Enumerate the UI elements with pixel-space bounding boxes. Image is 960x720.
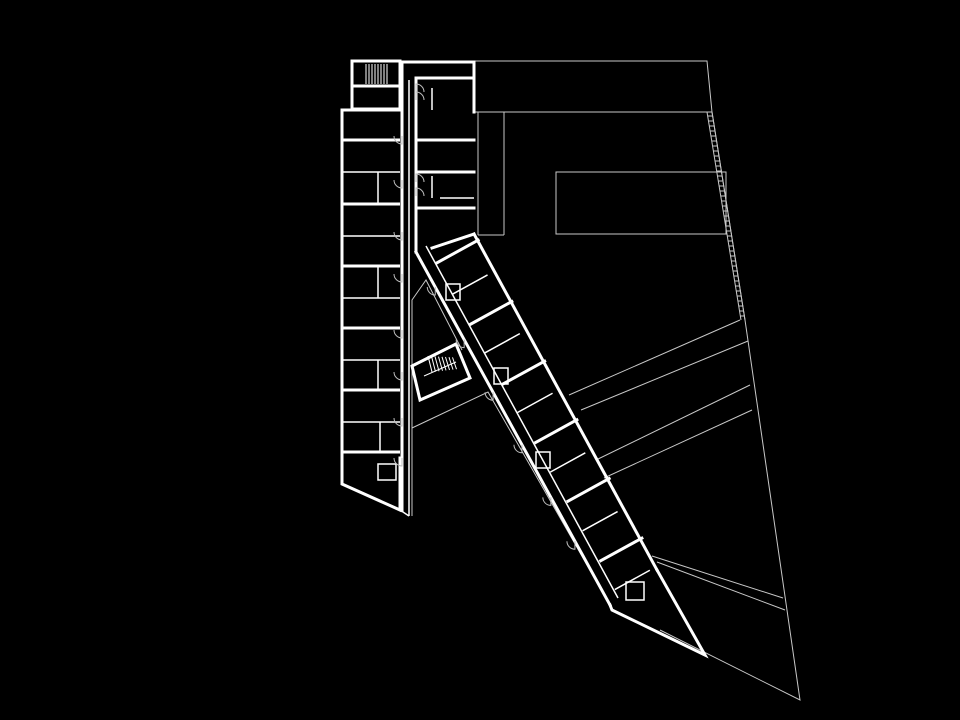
door-swing — [426, 287, 436, 296]
ramp-stairs-east — [706, 111, 746, 321]
room-partition — [582, 510, 618, 532]
utility-rooms — [377, 283, 645, 601]
door-swing — [513, 444, 523, 454]
door-swing — [415, 173, 425, 183]
door-swing — [455, 339, 465, 349]
stair-tread — [448, 357, 454, 370]
door-swing — [393, 273, 403, 283]
stair-tread — [427, 355, 433, 373]
central-stair-core — [410, 341, 472, 403]
door-swing — [393, 329, 403, 339]
door-swing — [393, 231, 403, 241]
stair-tread — [445, 356, 450, 371]
door-swing — [415, 187, 425, 197]
west-wing — [340, 60, 410, 517]
room-partition — [468, 299, 514, 327]
door-swing — [484, 392, 494, 401]
north-block — [400, 60, 476, 254]
terrace-zone — [555, 171, 727, 235]
diagonal-wing — [413, 231, 709, 659]
door-swing — [393, 135, 403, 145]
room-partition — [614, 569, 651, 591]
room-partition — [549, 452, 586, 473]
door-swing — [393, 179, 403, 189]
door-swing — [415, 83, 425, 93]
room-partition — [565, 476, 612, 504]
stair-tread — [431, 356, 436, 372]
room-partition — [484, 332, 521, 354]
door-swing — [566, 541, 576, 550]
door-swings — [393, 83, 576, 550]
room-partition — [452, 274, 488, 295]
door-swing — [415, 91, 425, 101]
north-stair-core — [350, 59, 402, 111]
door-swing — [393, 417, 403, 427]
room-partition — [598, 536, 644, 563]
room-partition — [434, 238, 481, 265]
stair-landing — [423, 361, 457, 377]
site-boundary — [474, 60, 801, 701]
stair-tread — [452, 357, 457, 370]
stair-tread — [441, 356, 447, 371]
garden-strip-lines — [568, 319, 786, 611]
room-partition — [533, 417, 579, 445]
stair-tread — [434, 356, 440, 372]
central-courtyard-outline — [411, 279, 615, 613]
door-swing — [393, 371, 403, 381]
room-partition — [501, 359, 547, 386]
door-swing — [393, 457, 403, 467]
room-partition — [517, 392, 553, 414]
door-swing — [542, 497, 552, 506]
